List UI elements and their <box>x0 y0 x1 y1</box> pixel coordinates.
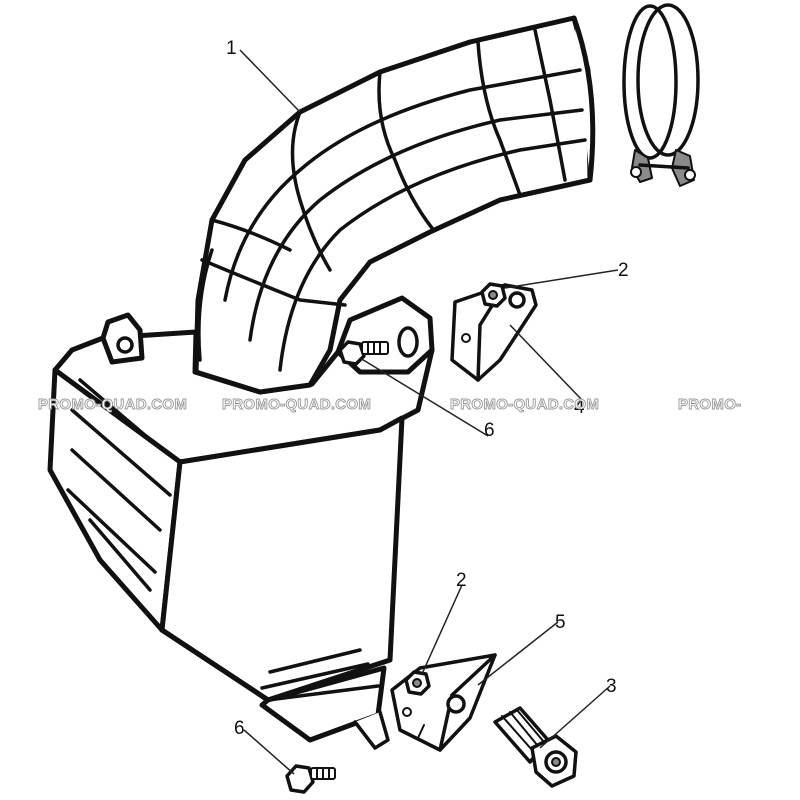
callout-6-lower: 6 <box>234 718 245 739</box>
leader-6-upper <box>359 357 489 437</box>
part-bolt-large <box>493 706 578 788</box>
leader-6-lower <box>243 729 295 775</box>
part-bolt-lower <box>285 764 336 794</box>
part-bracket-lower <box>390 653 497 752</box>
callout-2-lower: 2 <box>456 570 467 591</box>
watermark-text-2: PROMO-QUAD.COM <box>222 396 371 413</box>
leader-5 <box>477 621 559 686</box>
leader-4 <box>509 324 583 401</box>
callout-2-upper: 2 <box>618 260 629 281</box>
leader-1 <box>239 49 301 113</box>
leader-2-upper <box>504 269 619 289</box>
watermark: PROMO-QUAD.COM PROMO-QUAD.COM PROMO-QUAD… <box>38 396 742 414</box>
leader-3 <box>539 685 611 749</box>
watermark-text-4: PROMO- <box>678 396 741 413</box>
callout-3: 3 <box>606 676 617 697</box>
part-nut-lower <box>404 670 431 696</box>
leader-2-lower <box>421 584 463 675</box>
callout-4: 4 <box>574 397 585 418</box>
part-nut-upper <box>480 282 507 308</box>
callout-6-upper: 6 <box>484 420 495 441</box>
watermark-text-1: PROMO-QUAD.COM <box>38 396 187 413</box>
air-box-housing <box>47 295 435 750</box>
part-intake-tube <box>193 15 596 395</box>
callout-1: 1 <box>226 38 237 59</box>
leader-lines <box>239 49 619 775</box>
callout-labels: 1 2 2 3 4 5 6 6 <box>226 38 629 739</box>
callout-5: 5 <box>555 612 566 633</box>
watermark-text-3: PROMO-QUAD.COM <box>450 396 599 413</box>
hose-clamp <box>622 3 700 187</box>
part-bolt-upper <box>338 340 389 366</box>
